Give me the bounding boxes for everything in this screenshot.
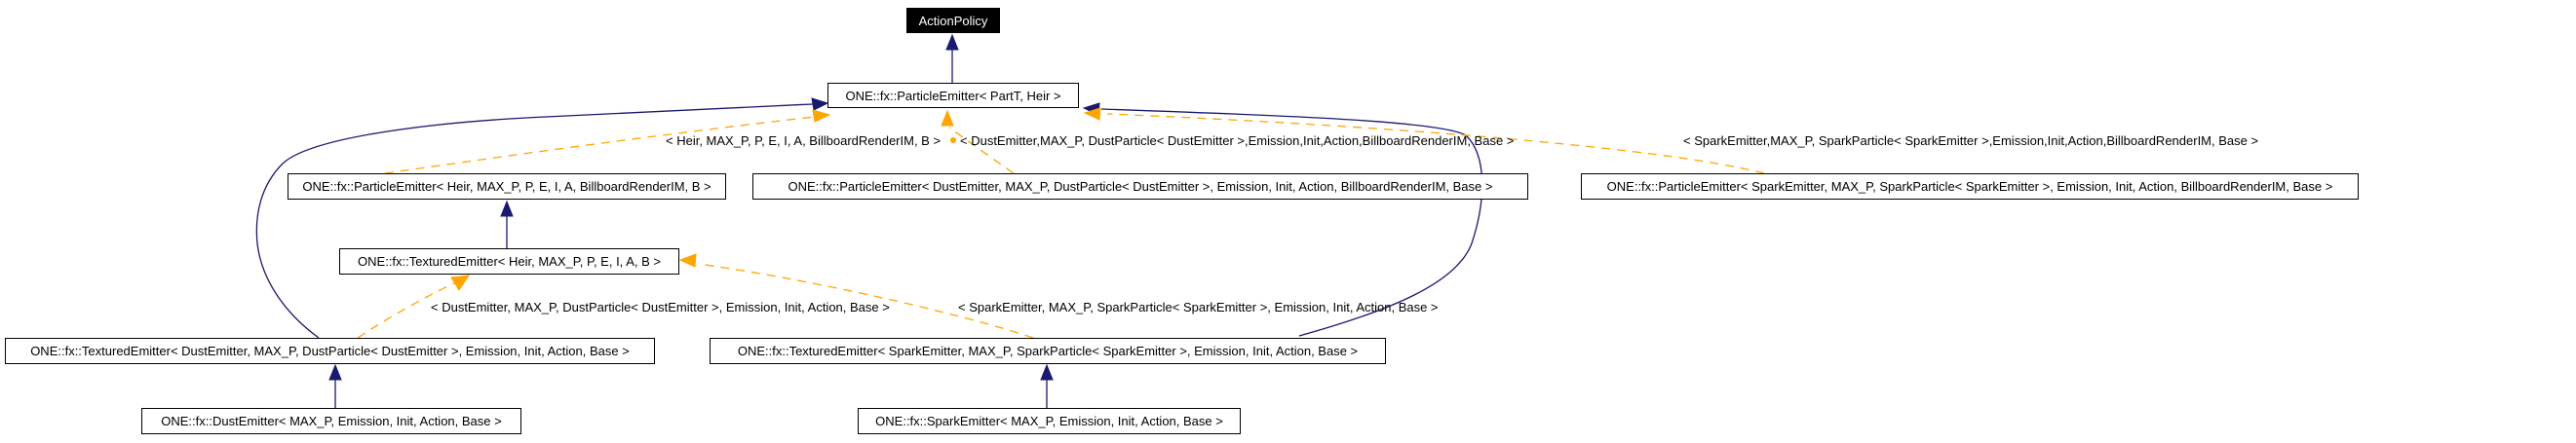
node-texturedemitter-dust[interactable]: ONE::fx::TexturedEmitter< DustEmitter, M… xyxy=(5,338,655,364)
node-sparkemitter[interactable]: ONE::fx::SparkEmitter< MAX_P, Emission, … xyxy=(858,408,1241,434)
node-actionpolicy: ActionPolicy xyxy=(906,8,1000,33)
edge-label-spark-template-args-full: < SparkEmitter,MAX_P, SparkParticle< Spa… xyxy=(1683,133,2259,148)
node-dustemitter[interactable]: ONE::fx::DustEmitter< MAX_P, Emission, I… xyxy=(141,408,521,434)
node-particleemitter-dust[interactable]: ONE::fx::ParticleEmitter< DustEmitter, M… xyxy=(752,173,1528,200)
node-particleemitter-spark[interactable]: ONE::fx::ParticleEmitter< SparkEmitter, … xyxy=(1581,173,2359,200)
edge-label-dust-template-args-full: < DustEmitter,MAX_P, DustParticle< DustE… xyxy=(960,133,1515,148)
edge-label-dust-template-args-short: < DustEmitter, MAX_P, DustParticle< Dust… xyxy=(431,300,890,314)
edge-inherit-sparkemitter-to-texturedemitter-spark xyxy=(1040,363,1054,408)
edge-label-spark-template-args-short: < SparkEmitter, MAX_P, SparkParticle< Sp… xyxy=(958,300,1439,314)
edge-label-heir-template-args: < Heir, MAX_P, P, E, I, A, BillboardRend… xyxy=(666,133,942,148)
node-texturedemitter-spark[interactable]: ONE::fx::TexturedEmitter< SparkEmitter, … xyxy=(710,338,1386,364)
edge-inherit-texturedemitter-to-particleemitter-heir xyxy=(500,200,514,248)
node-texturedemitter-generic[interactable]: ONE::fx::TexturedEmitter< Heir, MAX_P, P… xyxy=(339,248,679,275)
edge-inherit-particleemitter-to-actionpolicy xyxy=(945,33,959,83)
node-particleemitter-generic[interactable]: ONE::fx::ParticleEmitter< PartT, Heir > xyxy=(827,83,1079,108)
edge-template-texturedemitter-spark-to-generic xyxy=(678,253,1034,339)
node-particleemitter-heir[interactable]: ONE::fx::ParticleEmitter< Heir, MAX_P, P… xyxy=(288,173,726,200)
edge-inherit-dustemitter-to-texturedemitter-dust xyxy=(328,363,342,408)
